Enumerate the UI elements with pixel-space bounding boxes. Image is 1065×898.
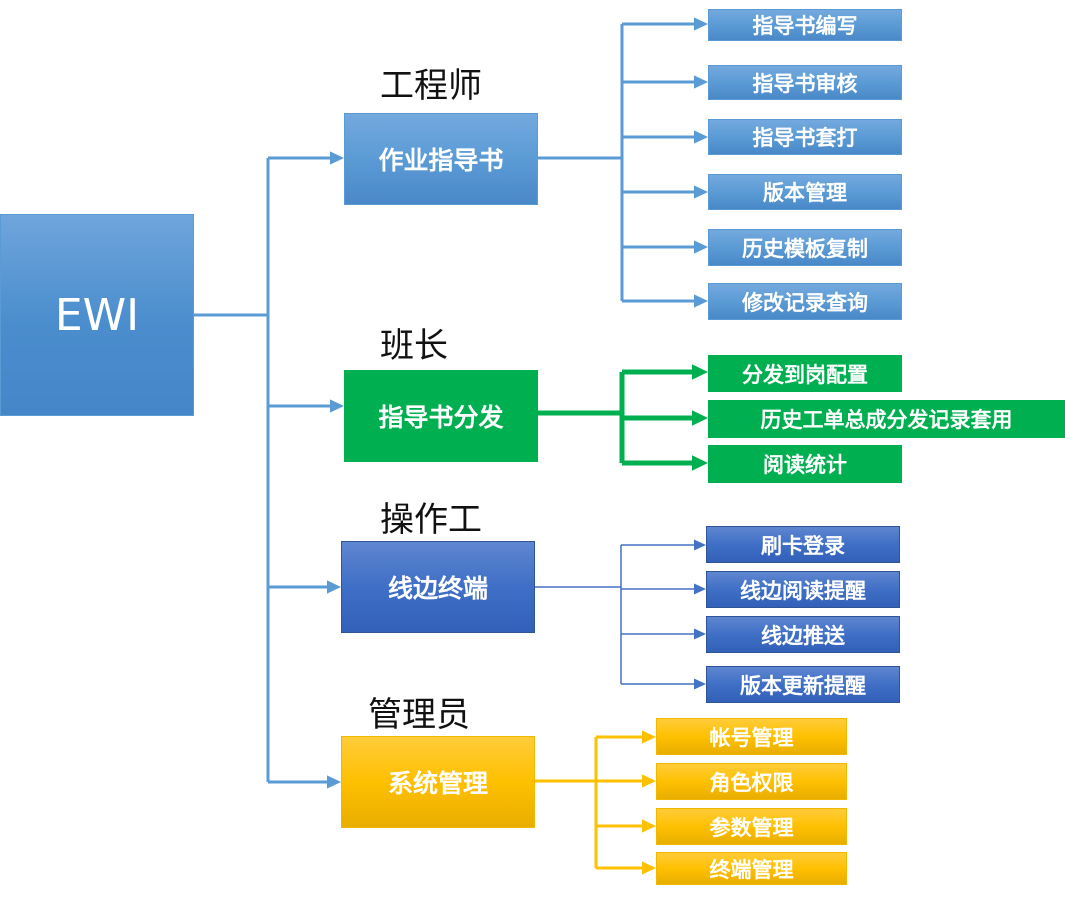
function-label: 帐号管理 [709,725,794,750]
function-node: 阅读统计 [708,445,902,483]
module-label: 指导书分发 [378,403,504,432]
function-node: 修改记录查询 [708,283,902,320]
function-label: 角色权限 [709,770,794,795]
arrowhead-icon [694,678,706,690]
arrowhead-icon [642,861,656,875]
arrowhead-icon [694,583,706,595]
function-node: 角色权限 [656,763,847,800]
function-label: 历史模板复制 [742,236,868,261]
function-node: 指导书编写 [708,9,902,41]
function-node: 刷卡登录 [706,526,900,563]
function-label: 历史工单总成分发记录套用 [760,408,1013,432]
function-node: 线边推送 [706,616,900,653]
function-label: 指导书套打 [752,126,858,150]
function-label: 版本管理 [763,181,847,205]
function-node: 历史模板复制 [708,229,902,266]
function-label: 线边推送 [761,623,845,648]
function-label: 版本更新提醒 [740,673,866,698]
arrowhead-icon [694,294,708,308]
function-label: 终端管理 [709,857,794,882]
function-node: 分发到岗配置 [708,355,902,392]
module-node-line-terminal: 线边终端 [341,541,535,633]
arrowhead-icon [327,775,341,789]
function-node: 帐号管理 [656,718,847,755]
function-label: 指导书编写 [752,14,858,38]
function-label: 指导书审核 [752,71,858,96]
function-label: 阅读统计 [763,453,847,477]
function-node: 终端管理 [656,852,847,885]
module-node-work-instruction: 作业指导书 [344,113,538,205]
function-label: 分发到岗配置 [742,362,868,387]
arrowhead-icon [692,364,708,380]
function-node: 指导书套打 [708,119,902,155]
arrowhead-icon [694,240,708,254]
function-node: 参数管理 [656,808,847,845]
arrowhead-icon [694,628,706,640]
arrowhead-icon [694,75,708,89]
arrowhead-icon [330,399,344,413]
function-label: 修改记录查询 [742,290,868,315]
function-label: 参数管理 [709,815,794,840]
function-node: 线边阅读提醒 [706,571,900,608]
arrowhead-icon [327,580,341,594]
arrowhead-icon [330,151,344,165]
module-label: 作业指导书 [378,146,504,175]
arrowhead-icon [694,185,708,199]
function-label: 线边阅读提醒 [740,578,866,603]
function-label: 刷卡登录 [761,533,845,558]
arrowhead-icon [692,410,708,426]
role-label-team-leader: 班长 [380,326,448,366]
arrowhead-icon [694,539,706,551]
arrowhead-icon [642,819,656,833]
arrowhead-icon [642,730,656,744]
root-label: EWI [54,289,140,341]
arrowhead-icon [692,455,708,471]
arrowhead-icon [642,774,656,788]
role-label-administrator: 管理员 [368,695,470,735]
function-node: 版本更新提醒 [706,666,900,703]
module-node-system-management: 系统管理 [341,736,535,828]
arrowhead-icon [694,17,708,31]
module-node-instruction-distribution: 指导书分发 [344,370,538,462]
function-node: 版本管理 [708,174,902,210]
module-label: 系统管理 [387,769,488,798]
module-label: 线边终端 [387,574,488,603]
root-node-ewi: EWI [0,214,194,416]
role-label-operator: 操作工 [380,500,482,540]
function-node: 指导书审核 [708,65,902,100]
role-label-engineer: 工程师 [380,66,482,106]
arrowhead-icon [694,130,708,144]
function-node: 历史工单总成分发记录套用 [708,400,1065,438]
